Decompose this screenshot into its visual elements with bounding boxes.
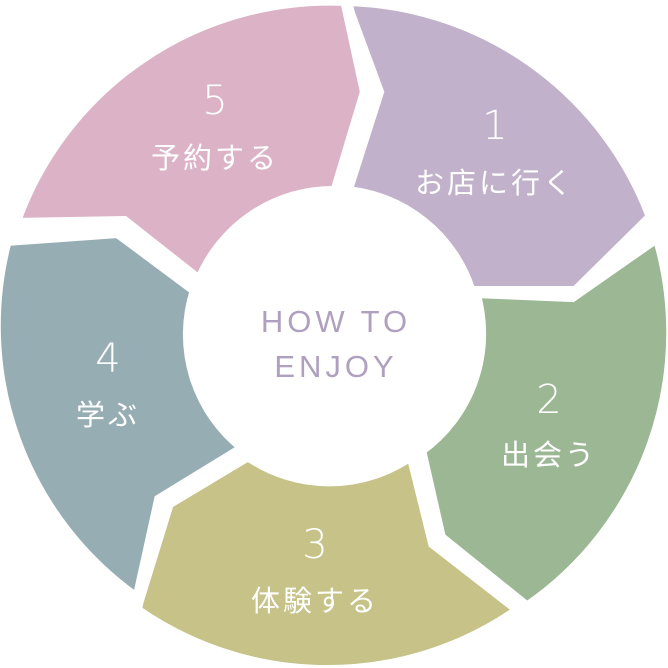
- step-4-number: 4: [95, 336, 120, 382]
- step-1-segment: 1 お店に行く: [337, 0, 659, 298]
- center-hub: [192, 193, 478, 479]
- center-title-line-2: ENJOY: [274, 349, 397, 384]
- step-5-label: 予約する: [151, 141, 279, 175]
- step-2-label: 出会う: [501, 438, 597, 472]
- step-4-segment: 4 学ぶ: [0, 225, 256, 611]
- step-3-label: 体験する: [251, 584, 379, 618]
- step-5-number: 5: [202, 78, 227, 124]
- step-3-shape: [127, 444, 531, 668]
- step-1-number: 1: [482, 103, 507, 149]
- step-1-shape: [337, 0, 659, 298]
- step-5-segment: 5 予約する: [5, 0, 373, 292]
- step-4-label: 学ぶ: [76, 398, 140, 432]
- step-2-number: 2: [536, 377, 561, 423]
- step-3-number: 3: [302, 522, 327, 568]
- step-2-shape: [413, 226, 668, 616]
- step-5-shape: [5, 0, 373, 292]
- step-1-label: お店に行く: [415, 166, 575, 200]
- step-2-segment: 2 出会う: [413, 226, 668, 616]
- center-title-line-1: HOW TO: [261, 304, 411, 339]
- step-3-segment: 3 体験する: [127, 444, 531, 668]
- step-4-shape: [0, 225, 256, 611]
